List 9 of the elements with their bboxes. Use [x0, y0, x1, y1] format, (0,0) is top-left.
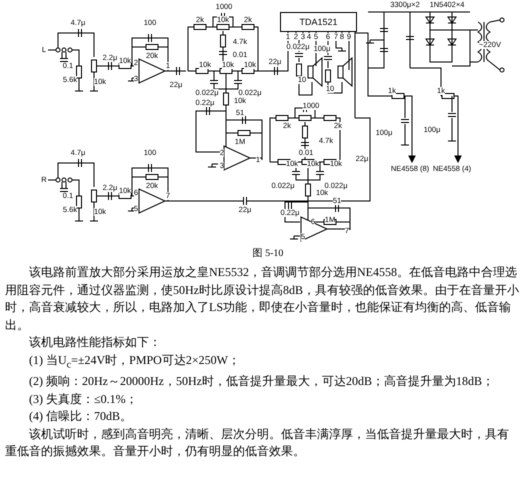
paragraph: 该机试听时，感到高音明亮，清晰、层次分明。低音丰满淳厚，当低音提升量最大时，具有重低音的振撼效果。音量开小时，仍有明显的低音效果。 — [5, 426, 510, 460]
paragraph: (4) 信噪比：70dB。 — [28, 408, 133, 426]
ic-chip: TDA1521 — [280, 12, 357, 32]
paragraph: (1) 当U$_{c}$=±24V时，PMPO可达2×250W； — [28, 352, 241, 372]
paragraph: (3) 失真度：≤0.1%； — [28, 390, 139, 408]
figure-caption: 图 5-10 — [252, 247, 284, 260]
paragraph: (2) 频响：20Hz～20000Hz，50Hz时，低音提升量最大，可达20dB；高音提升量为18dB； — [28, 373, 495, 390]
paragraph: 该电路前置放大部分采用运放之皇NE5532，音调调节部分选用NE4558。在低音电路中合理选用阻容元件，通过仪器监测，使50Hz时比原设计提高8dB，具有较强的低音效果。由于在音量开小时，高音衰减较大，所以，电路加入了LS功能，即使在小音量时，也能保证有均衡的高、低音输出。 — [5, 264, 520, 334]
paragraph: 该机电路性能指标如下： — [28, 334, 162, 351]
